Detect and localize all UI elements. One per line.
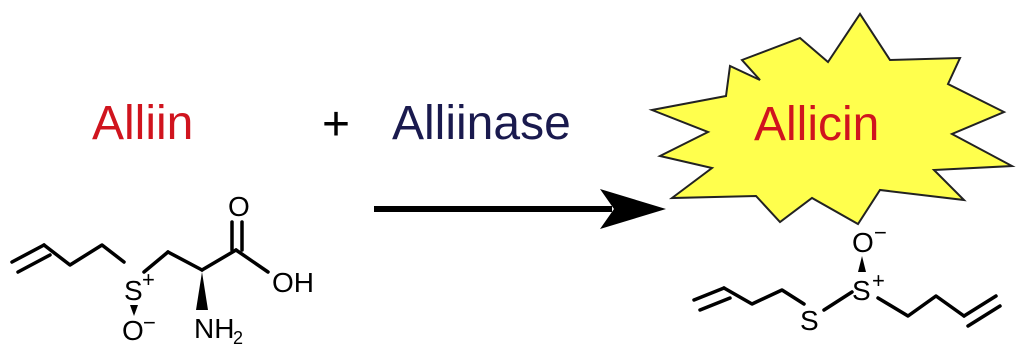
allicin-sulfur-2: S [852, 275, 871, 306]
product-label: Allicin [754, 98, 879, 151]
alliin-amine-subscript: 2 [233, 328, 243, 344]
allicin-oxygen: O [852, 227, 874, 258]
starburst-icon [648, 12, 1016, 226]
plus-sign: + [322, 98, 350, 151]
alliin-carbonyl-oxygen: O [228, 191, 250, 222]
alliin-amine: NH [194, 313, 234, 344]
enzyme-label: Alliinase [392, 97, 571, 150]
alliin-structure: S + O − O OH NH 2 [10, 191, 314, 344]
allicin-sulfur-1: S [800, 305, 819, 336]
arrow-icon [374, 189, 666, 229]
allicin-sulfur-charge: + [872, 268, 885, 293]
alliin-sulfur: S [124, 275, 143, 306]
alliin-oxygen-charge: − [143, 310, 156, 335]
reactant-label: Alliin [92, 97, 193, 150]
allicin-oxygen-charge: − [874, 220, 887, 245]
alliin-oxygen: O [122, 315, 144, 344]
allicin-structure: S S + O − [692, 220, 1002, 336]
alliin-hydroxyl: OH [272, 267, 314, 298]
